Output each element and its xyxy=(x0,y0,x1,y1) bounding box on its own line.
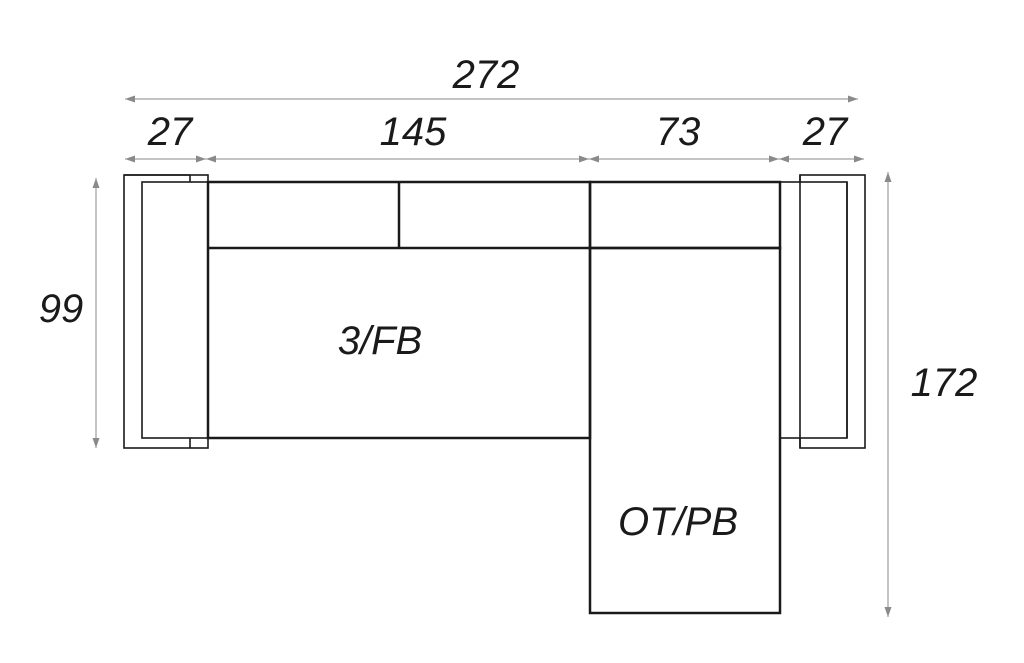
label-main-section: 145 xyxy=(380,110,447,154)
dimension-total-width: 272 xyxy=(125,53,858,103)
label-right-arm: 27 xyxy=(802,110,849,154)
label-chaise-section: 73 xyxy=(656,110,701,154)
module-chaise-label: OT/PB xyxy=(618,500,738,544)
label-depth-chaise: 172 xyxy=(911,361,978,405)
module-main-label: 3/FB xyxy=(338,319,422,363)
main-seat-section xyxy=(206,180,592,440)
dimension-segments: 27 145 73 27 xyxy=(125,110,864,163)
dimension-depth-main: 99 xyxy=(39,178,100,448)
label-total-width: 272 xyxy=(452,53,520,97)
left-armrest xyxy=(123,174,209,449)
dimension-depth-chaise: 172 xyxy=(884,172,978,617)
right-armrest xyxy=(779,174,866,449)
label-depth-main: 99 xyxy=(39,287,84,331)
label-left-arm: 27 xyxy=(147,110,194,154)
chaise-section xyxy=(588,180,782,615)
